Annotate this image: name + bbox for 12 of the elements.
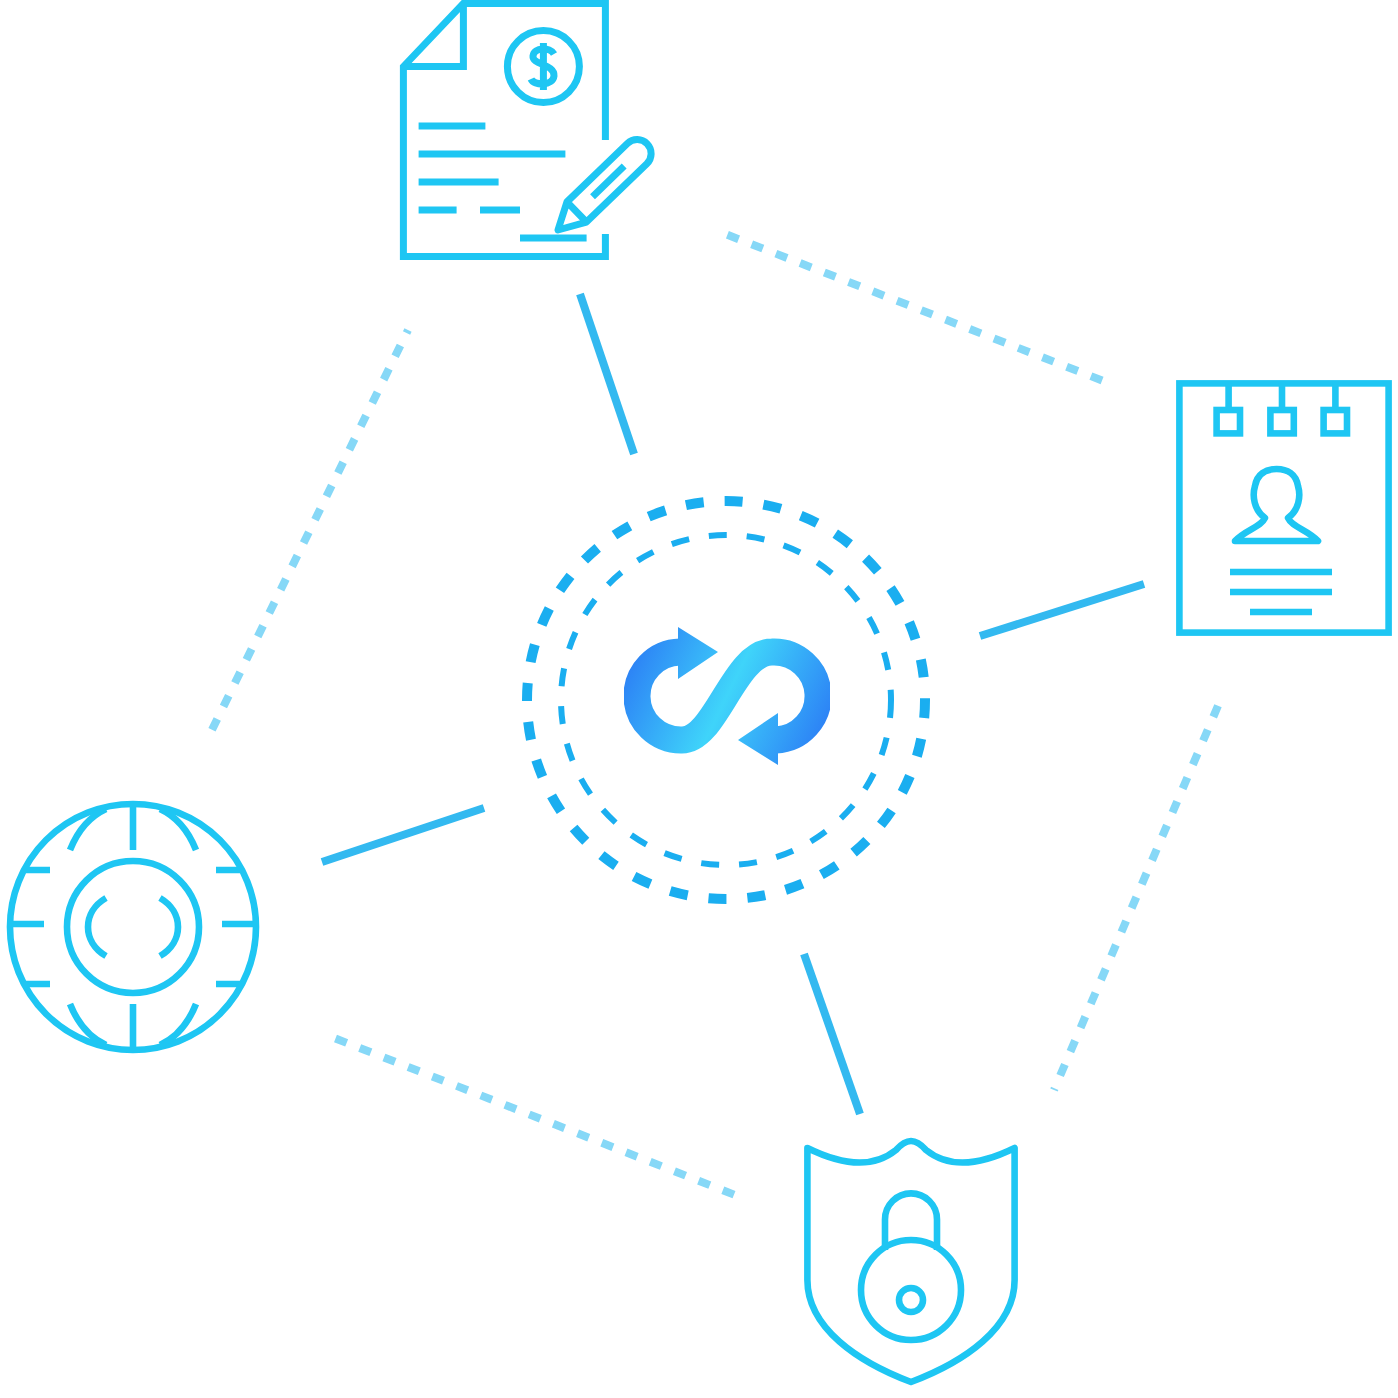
dashed-line bbox=[329, 1033, 736, 1199]
dashed-line bbox=[1050, 704, 1222, 1092]
connector-line bbox=[576, 292, 638, 456]
shield-lock-icon bbox=[804, 1136, 1018, 1386]
document-pen-icon bbox=[400, 0, 658, 260]
dashed-line bbox=[208, 328, 412, 732]
connector-line bbox=[320, 804, 486, 866]
profile-notepad-icon bbox=[1176, 380, 1392, 636]
dashed-line bbox=[725, 231, 1108, 386]
connector-line bbox=[978, 580, 1146, 640]
globe-icon bbox=[6, 800, 260, 1054]
hub-circle bbox=[522, 496, 930, 904]
